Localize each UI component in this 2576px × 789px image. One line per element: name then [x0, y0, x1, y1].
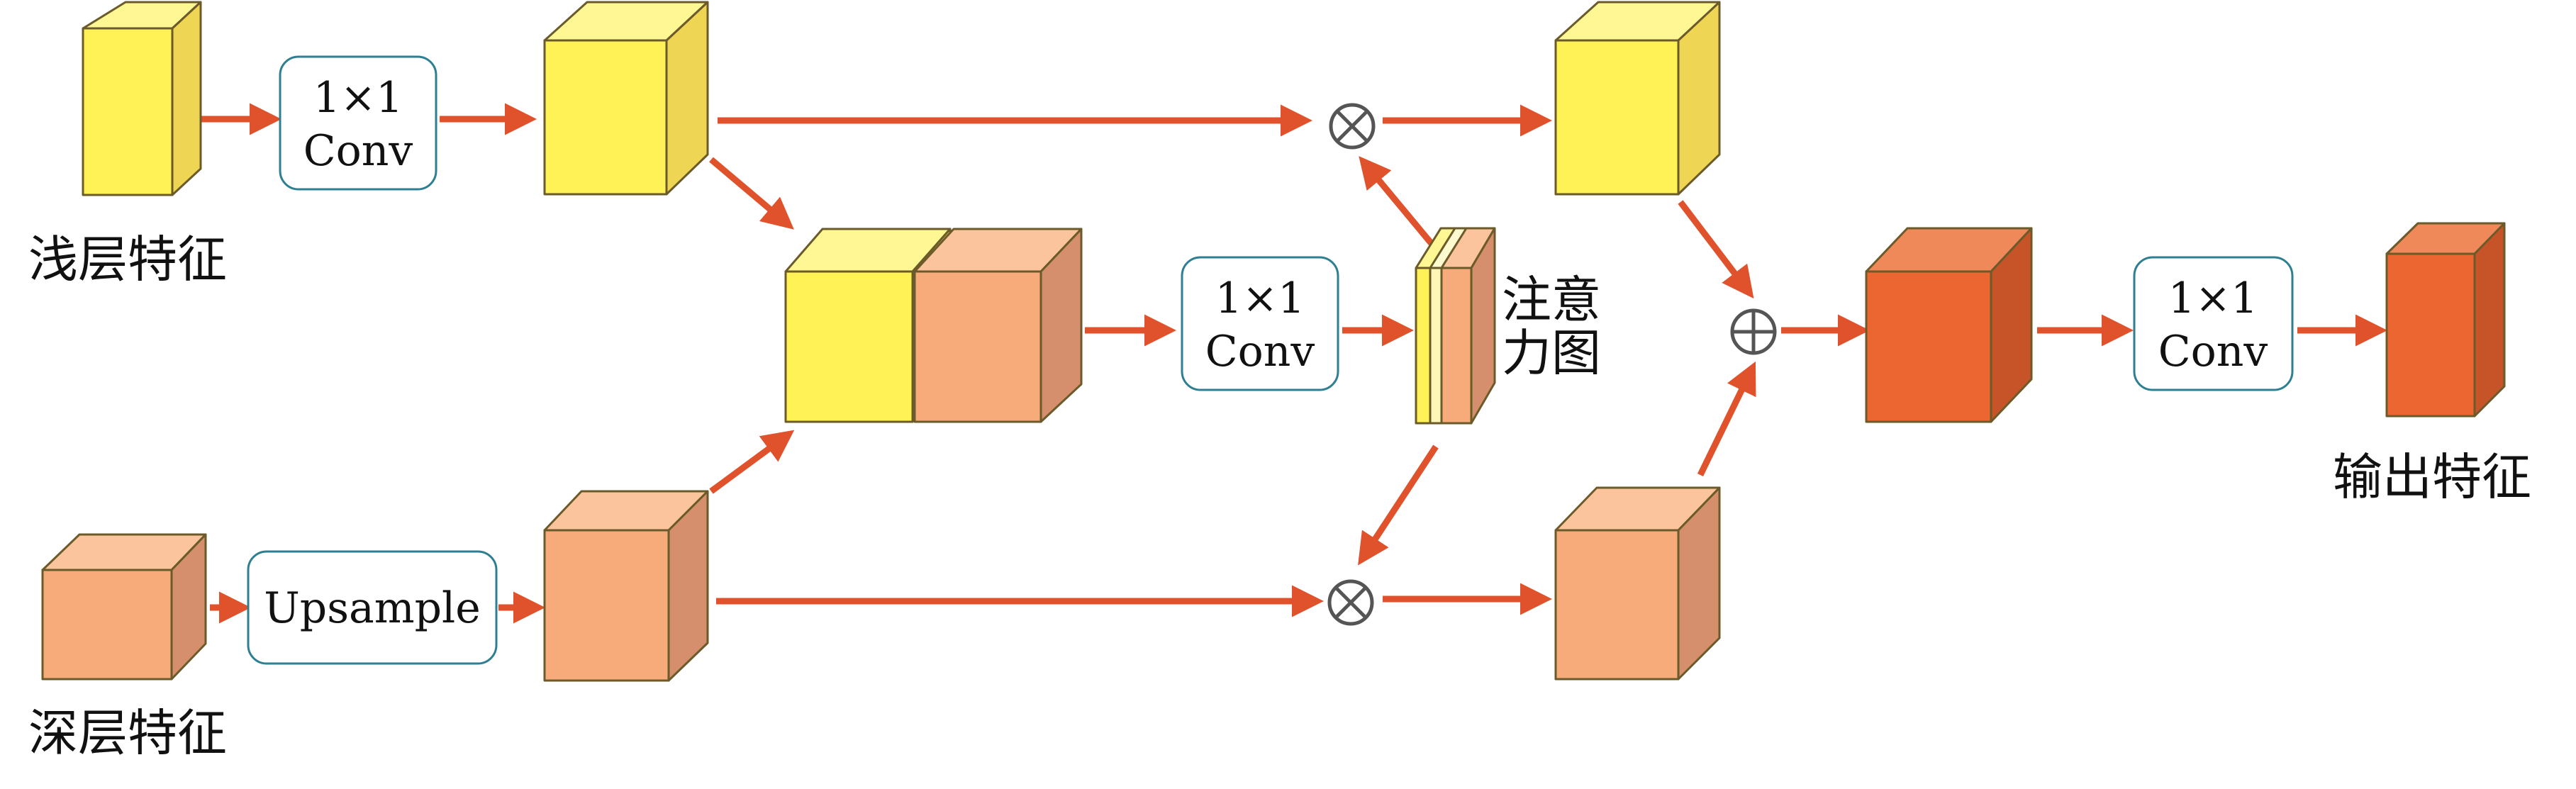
concat-peach-cube [913, 228, 1083, 423]
conv-box-mid-line1: 1×1 [1215, 274, 1305, 323]
conv-box-out: 1×1 Conv [2133, 256, 2294, 391]
shallow-feature-cube [82, 1, 202, 196]
multiply-bottom-icon [1327, 579, 1374, 626]
arrow-peach-to-concat [709, 430, 795, 494]
add-icon [1730, 308, 1777, 355]
arrow-bottom-cube-to-add [1697, 361, 1756, 476]
conv-box-out-line2: Conv [2158, 327, 2268, 376]
operators [1327, 103, 1777, 626]
conv-box-top-line1: 1×1 [313, 73, 403, 123]
upsample-box: Upsample [247, 550, 498, 665]
upsampled-deep-cube [543, 490, 709, 682]
attention-map-label-line1: 注意 [1502, 271, 1601, 329]
output-feature-label: 输出特征 [2333, 448, 2531, 506]
attention-map-slices [1415, 227, 1496, 425]
deep-feature-cube [41, 533, 207, 681]
operation-boxes: 1×1 Conv Upsample 1×1 Conv 1×1 Conv [247, 55, 2294, 665]
upsample-box-label: Upsample [264, 583, 481, 633]
conv-box-mid: 1×1 Conv [1181, 256, 1339, 391]
shallow-conv-output-cube [543, 1, 709, 196]
arrow-attention-to-multiply-bottom [1358, 444, 1439, 566]
arrows [201, 103, 2387, 624]
arrow-yellow-to-concat [709, 157, 794, 230]
text-labels: 浅层特征 深层特征 注意 力图 输出特征 [28, 230, 2531, 762]
conv-box-out-line1: 1×1 [2168, 274, 2258, 323]
multiply-top-icon [1329, 103, 1376, 150]
conv-box-top-line2: Conv [303, 126, 413, 176]
conv-box-top: 1×1 Conv [279, 55, 437, 191]
weighted-shallow-cube [1554, 1, 1721, 196]
deep-feature-label: 深层特征 [28, 704, 227, 762]
weighted-deep-cube [1554, 486, 1721, 681]
arrow-attention-to-multiply-top [1359, 156, 1435, 247]
output-feature-cube [2385, 222, 2506, 418]
arrow-top-cube-to-add [1678, 200, 1754, 299]
fused-feature-cube [1865, 227, 2033, 423]
cubes [41, 1, 2506, 682]
shallow-feature-label: 浅层特征 [28, 230, 227, 289]
conv-box-mid-line2: Conv [1205, 327, 1315, 376]
attention-map-label-line2: 力图 [1502, 324, 1601, 382]
